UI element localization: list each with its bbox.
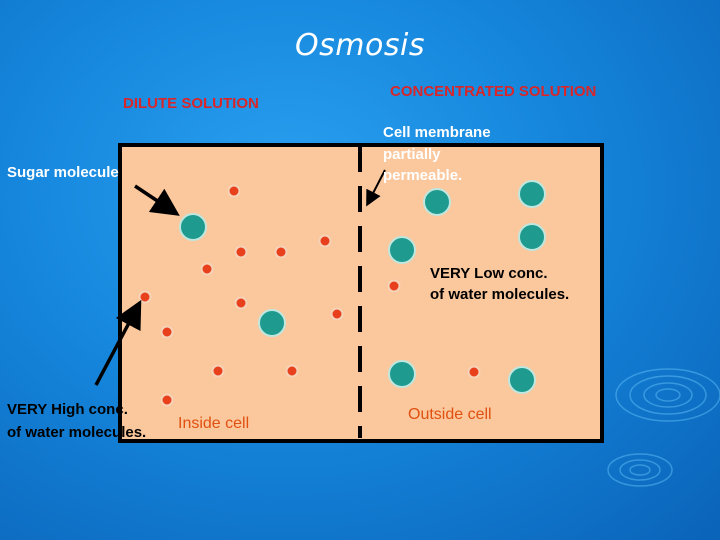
- membrane-label-line1: Cell membrane: [383, 124, 491, 141]
- high-conc-arrow: [96, 306, 138, 385]
- sugar-molecule: [519, 181, 545, 207]
- sugar-molecule: [259, 310, 285, 336]
- water-molecule: [140, 292, 151, 303]
- water-molecules-inside: [140, 186, 343, 406]
- water-molecule: [202, 264, 213, 275]
- water-molecule: [320, 236, 331, 247]
- high-conc-label-line1: VERY High conc.: [7, 401, 128, 418]
- sugar-molecule: [509, 367, 535, 393]
- water-molecule: [287, 366, 298, 377]
- water-molecule: [469, 367, 480, 378]
- sugar-molecule: [389, 237, 415, 263]
- sugar-molecule: [519, 224, 545, 250]
- outside-cell-label: Outside cell: [408, 406, 492, 424]
- sugar-molecule-arrow: [135, 186, 174, 212]
- water-molecule: [389, 281, 400, 292]
- water-molecule: [229, 186, 240, 197]
- water-molecule: [162, 395, 173, 406]
- low-conc-label-line1: VERY Low conc.: [430, 265, 548, 282]
- water-molecule: [236, 247, 247, 258]
- low-conc-label-line2: of water molecules.: [430, 286, 569, 303]
- sugar-molecule-label: Sugar molecule: [7, 164, 119, 181]
- high-conc-label-line2: of water molecules.: [7, 424, 146, 441]
- membrane-label-line2: partially: [383, 146, 441, 163]
- sugar-molecule: [424, 189, 450, 215]
- sugar-molecule: [389, 361, 415, 387]
- water-molecule: [332, 309, 343, 320]
- water-molecule: [213, 366, 224, 377]
- membrane-label-line3: permeable.: [383, 167, 462, 184]
- water-molecule: [162, 327, 173, 338]
- water-molecule: [236, 298, 247, 309]
- inside-cell-label: Inside cell: [178, 415, 249, 433]
- water-molecule: [276, 247, 287, 258]
- ripple-decoration: [608, 369, 720, 486]
- sugar-molecule: [180, 214, 206, 240]
